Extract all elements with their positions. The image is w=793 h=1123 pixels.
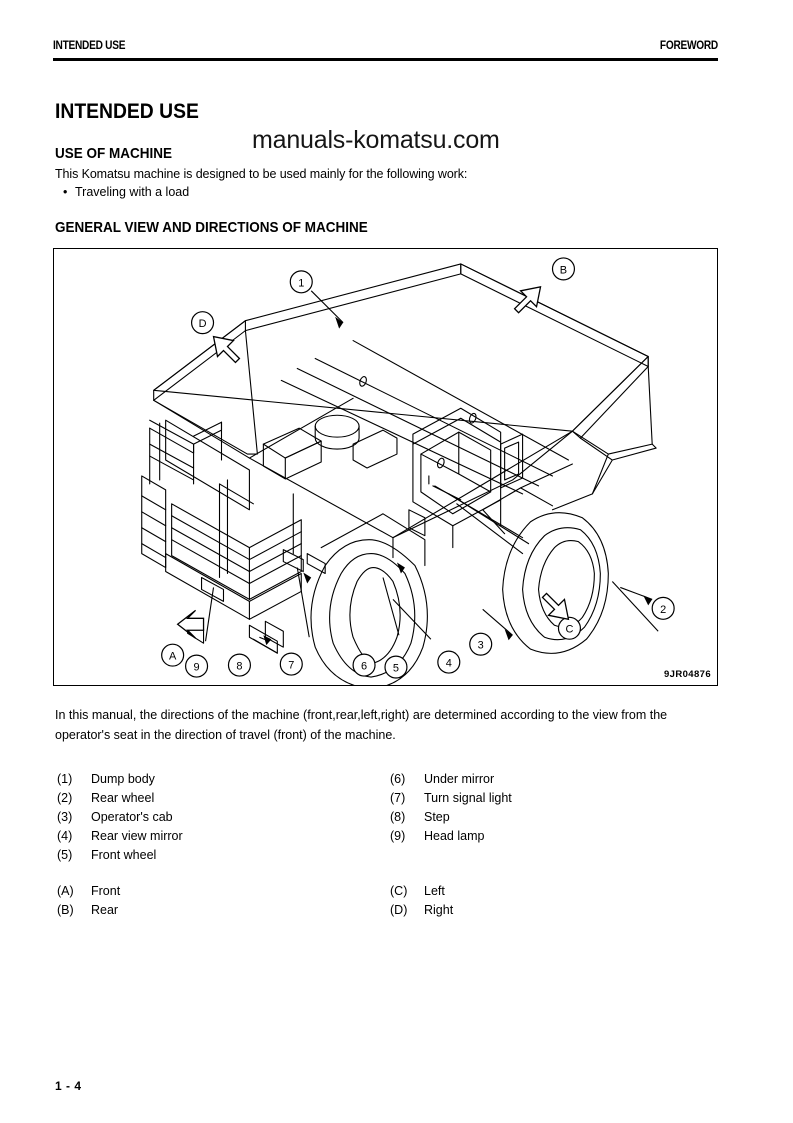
legend-directions-right: (C) Left (D) Right: [390, 884, 690, 922]
legend-number: (6): [390, 772, 406, 786]
machine-illustration-figure: 1 2 3 4 5: [53, 248, 718, 686]
header-chapter-title: FOREWORD: [659, 40, 718, 52]
legend-label: Operator's cab: [91, 810, 173, 824]
legend-number: (5): [57, 848, 73, 862]
legend-item: (B) Rear: [57, 903, 357, 922]
legend-label: Head lamp: [424, 829, 485, 843]
legend-parts-left: (1) Dump body (2) Rear wheel (3) Operato…: [57, 772, 357, 867]
legend-item: (1) Dump body: [57, 772, 357, 791]
legend-item: (9) Head lamp: [390, 829, 690, 848]
callout-7-label: 7: [288, 660, 294, 672]
legend-number: (C): [390, 884, 408, 898]
section-heading-general-view: GENERAL VIEW AND DIRECTIONS OF MACHINE: [55, 219, 368, 236]
legend-label: Rear view mirror: [91, 829, 183, 843]
header-divider: [53, 58, 718, 61]
legend-label: Front: [91, 884, 121, 898]
callout-2: 2: [651, 596, 675, 620]
bullet-marker-icon: •: [63, 185, 68, 199]
direction-marker-B-label: B: [560, 264, 567, 276]
callout-1: 1: [289, 270, 313, 294]
legend-label: Rear wheel: [91, 791, 155, 805]
callout-7: 7: [279, 652, 303, 676]
legend-number: (9): [390, 829, 406, 843]
callout-1-label: 1: [298, 277, 304, 289]
legend-number: (A): [57, 884, 74, 898]
direction-arrow-A-icon: [176, 609, 205, 639]
legend-number: (1): [57, 772, 73, 786]
direction-paragraph-line-2: operator's seat in the direction of trav…: [55, 728, 396, 742]
callout-8: 8: [227, 653, 252, 677]
legend-number: (B): [57, 903, 74, 917]
callout-9-label: 9: [194, 662, 200, 674]
callout-6: 6: [352, 653, 376, 677]
direction-marker-A-label: A: [169, 651, 177, 663]
page-header: INTENDED USE FOREWORD: [53, 40, 718, 64]
footer-page-number: 1 - 4: [55, 1079, 82, 1093]
legend-label: Under mirror: [424, 772, 495, 786]
callout-3-label: 3: [478, 640, 484, 652]
direction-marker-D: D: [190, 311, 241, 364]
legend-parts-right: (6) Under mirror (7) Turn signal light (…: [390, 772, 690, 848]
legend-item: (4) Rear view mirror: [57, 829, 357, 848]
legend-item: (6) Under mirror: [390, 772, 690, 791]
legend-label: Right: [424, 903, 454, 917]
direction-arrow-C-icon: [541, 592, 570, 621]
legend-item: (C) Left: [390, 884, 690, 903]
intro-bullet-item: • Traveling with a load: [63, 185, 189, 199]
legend-label: Front wheel: [91, 848, 157, 862]
legend-item: (D) Right: [390, 903, 690, 922]
page-title: INTENDED USE: [55, 100, 199, 123]
header-section-title: INTENDED USE: [53, 40, 126, 52]
legend-item: (5) Front wheel: [57, 848, 357, 867]
intro-bullet-label: Traveling with a load: [75, 185, 190, 199]
watermark-text: manuals-komatsu.com: [252, 126, 500, 154]
callout-5-label: 5: [393, 663, 399, 675]
legend-label: Step: [424, 810, 450, 824]
legend-number: (2): [57, 791, 73, 805]
callout-3: 3: [469, 632, 493, 656]
legend-label: Dump body: [91, 772, 155, 786]
direction-marker-C-label: C: [565, 624, 573, 636]
callout-4: 4: [437, 650, 461, 674]
legend-item: (3) Operator's cab: [57, 810, 357, 829]
callout-4-label: 4: [446, 658, 452, 670]
legend-item: (7) Turn signal light: [390, 791, 690, 810]
direction-marker-C: C: [541, 592, 582, 640]
callout-2-label: 2: [660, 604, 666, 616]
callout-9: 9: [185, 654, 209, 678]
section-heading-use-of-machine: USE OF MACHINE: [55, 145, 173, 162]
direction-marker-A: A: [161, 609, 205, 667]
legend-item: (8) Step: [390, 810, 690, 829]
direction-marker-D-label: D: [199, 318, 207, 330]
legend-number: (8): [390, 810, 406, 824]
figure-reference-code: 9JR04876: [663, 669, 711, 680]
dump-truck-line-drawing: 1 2 3 4 5: [141, 257, 675, 685]
direction-arrow-D-icon: [212, 335, 241, 364]
legend-directions-left: (A) Front (B) Rear: [57, 884, 357, 922]
legend-number: (D): [390, 903, 408, 917]
legend-item: (2) Rear wheel: [57, 791, 357, 810]
intro-sentence: This Komatsu machine is designed to be u…: [55, 167, 468, 181]
legend-number: (3): [57, 810, 73, 824]
direction-paragraph-line-1: In this manual, the directions of the ma…: [55, 708, 668, 722]
callout-8-label: 8: [236, 661, 242, 673]
callout-5: 5: [384, 655, 408, 679]
direction-marker-B: B: [513, 257, 576, 314]
direction-arrow-B-icon: [513, 286, 542, 314]
legend-number: (4): [57, 829, 73, 843]
legend-item: (A) Front: [57, 884, 357, 903]
callout-6-label: 6: [361, 661, 367, 673]
legend-label: Turn signal light: [424, 791, 512, 805]
legend-label: Rear: [91, 903, 119, 917]
legend-number: (7): [390, 791, 406, 805]
legend-label: Left: [424, 884, 445, 898]
